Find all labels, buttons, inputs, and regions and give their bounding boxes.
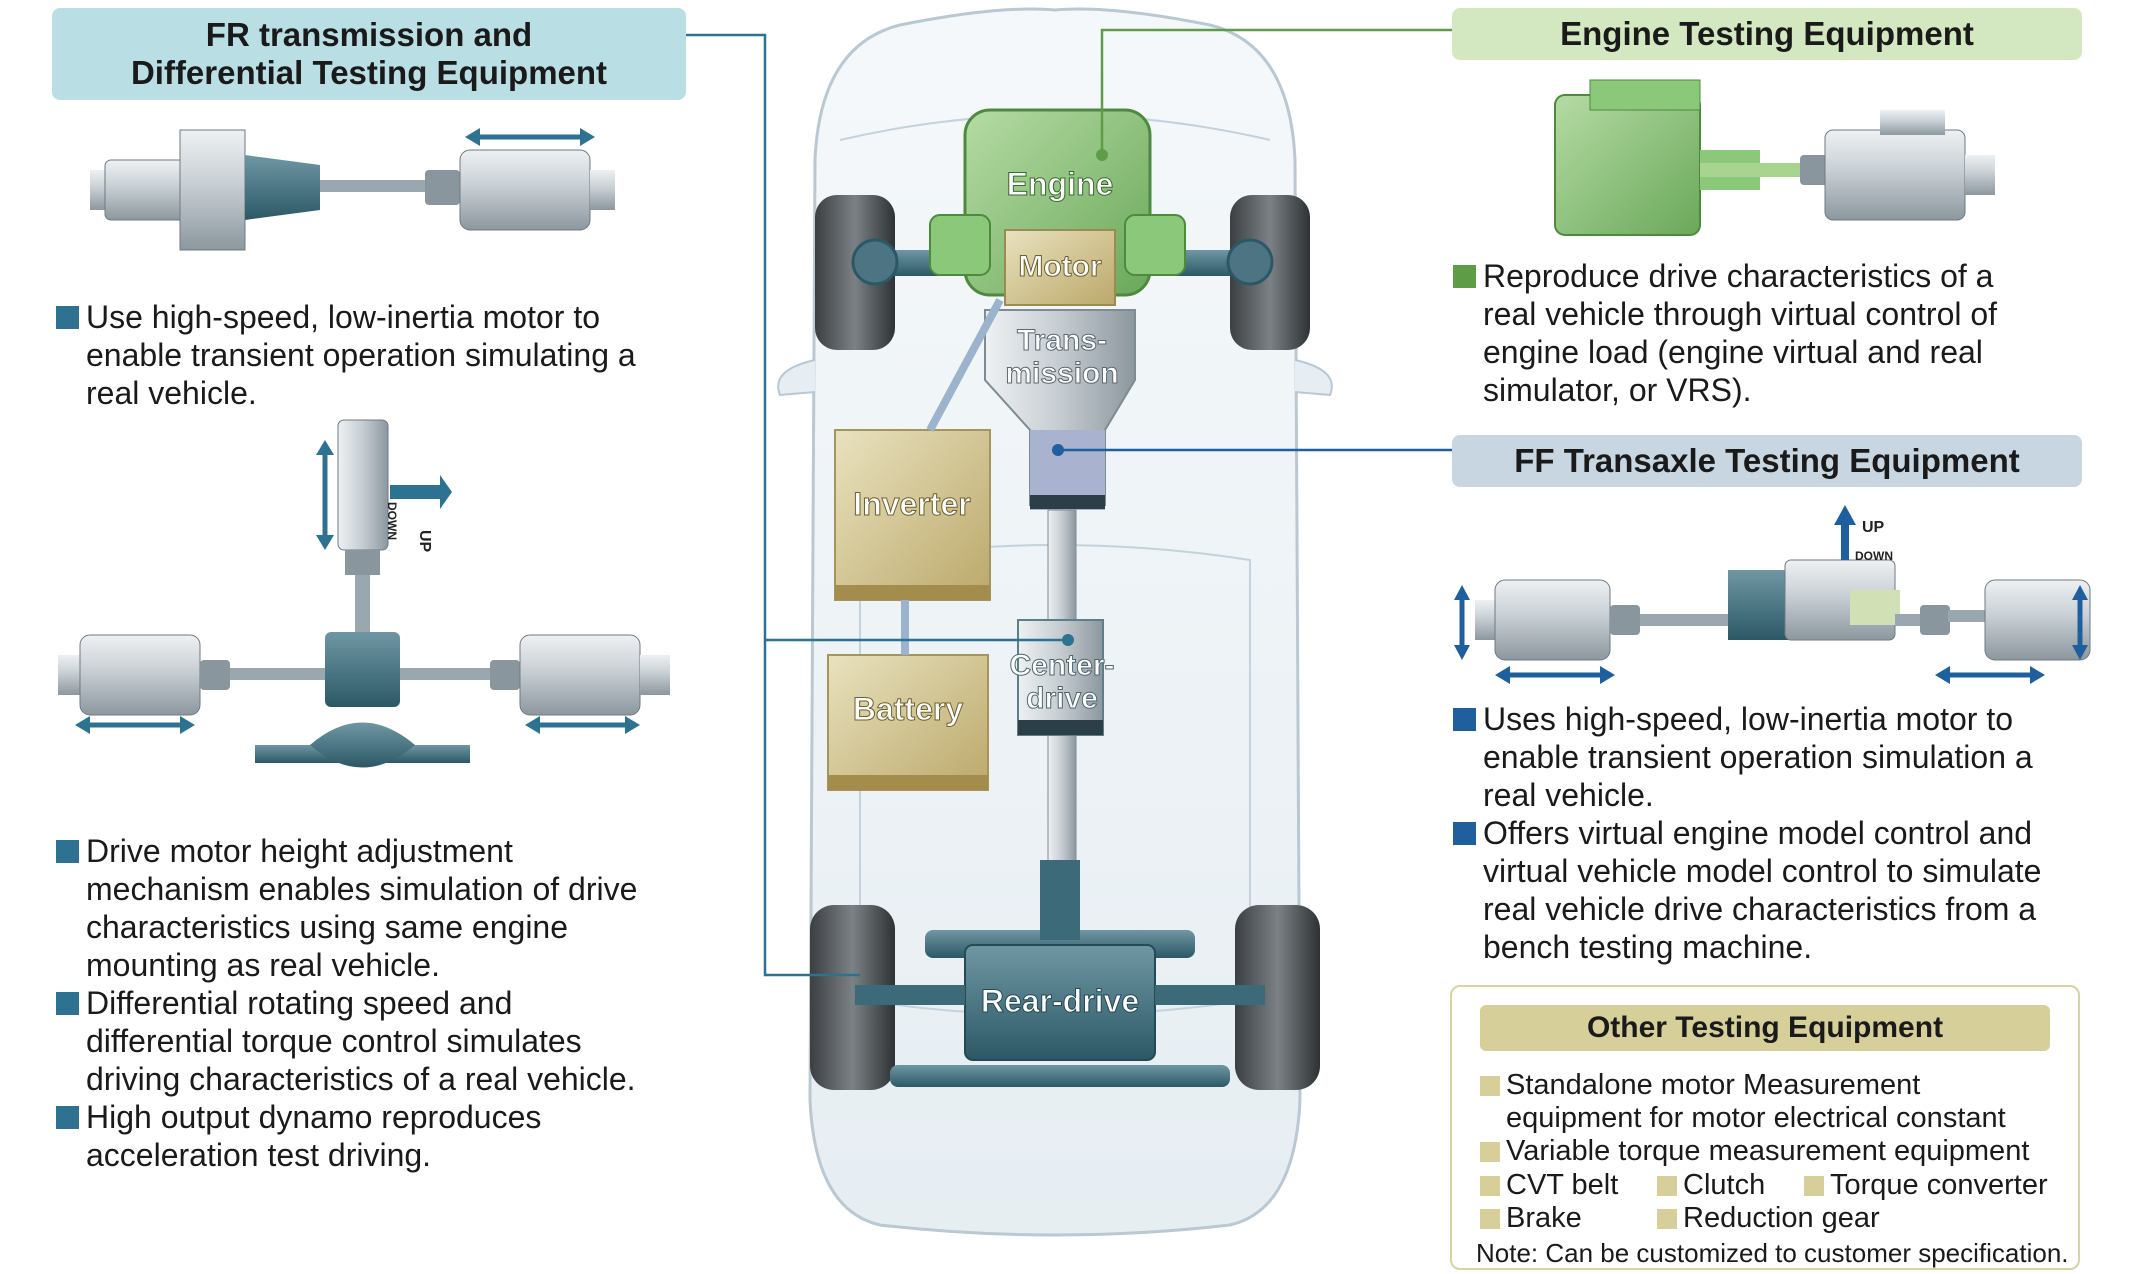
- other-item-standalone-motor-cont: equipment for motor electrical constant: [1506, 1102, 2006, 1134]
- fr-up-label: UP: [416, 530, 433, 553]
- other-section-header: Other Testing Equipment: [1480, 1005, 2050, 1051]
- fr-bullet-2-line-4: mounting as real vehicle.: [86, 947, 440, 983]
- other-item-standalone-motor: Standalone motor Measurement: [1480, 1069, 1920, 1102]
- bullet-square-icon: [1804, 1176, 1824, 1196]
- bullet-square-icon: [1657, 1176, 1677, 1196]
- transmission-label-1: Trans-: [1017, 324, 1107, 357]
- inverter-block: [834, 429, 991, 601]
- fr-bullet-1-line-2: enable transient operation simulating a: [86, 337, 636, 373]
- ff-right-lift-arrow-icon: [2072, 585, 2088, 660]
- other-item-torque-converter: Torque converter: [1804, 1169, 2048, 1202]
- other-equipment-box: Other Testing Equipment Standalone motor…: [1450, 985, 2080, 1270]
- engine-bullet-1-line-4: simulator, or VRS).: [1483, 372, 1752, 408]
- bullet-square-icon: [1480, 1176, 1500, 1196]
- fr-vertical-arrow-icon: [316, 440, 334, 550]
- fr-bullet-1-line-1: Use high-speed, low-inertia motor to: [86, 299, 601, 335]
- engine-section-header: Engine Testing Equipment: [1452, 8, 2082, 60]
- other-item-reduction-gear: Reduction gear: [1657, 1202, 1880, 1235]
- front-right-hub: [1226, 238, 1274, 286]
- ff-down-label: DOWN: [1855, 549, 1893, 563]
- fr-lower-equipment-illustration: [58, 419, 670, 768]
- rear-left-wheel: [810, 905, 895, 1090]
- ff-bullet-1-line-2: enable transient operation simulation a: [1483, 739, 2033, 775]
- engine-bullet-1-line-1: Reproduce drive characteristics of a: [1483, 258, 1994, 294]
- ff-up-label: UP: [1862, 519, 1885, 536]
- engine-label: Engine: [1007, 166, 1114, 202]
- ff-bullet-2-line-1: Offers virtual engine model control and: [1483, 815, 2033, 851]
- inverter-motor-cable: [926, 298, 1004, 432]
- fr-bullet-4-line-1: High output dynamo reproduces: [86, 1099, 542, 1135]
- fr-bullet-3-line-3: driving characteristics of a real vehicl…: [86, 1061, 636, 1097]
- fr-leader-dot: [1062, 634, 1074, 646]
- fr-top-equipment-illustration: [90, 129, 615, 251]
- bullet-square-icon: [1657, 1209, 1677, 1229]
- engine-leader-dot: [1096, 149, 1108, 161]
- fr-down-label: DOWN: [385, 502, 399, 540]
- ff-bullet-2-line-2: virtual vehicle model control to simulat…: [1483, 853, 2042, 889]
- ff-equipment-illustration: [1475, 559, 2091, 661]
- ff-bullet-2-line-3: real vehicle drive characteristics from …: [1483, 891, 2037, 927]
- rear-drive-block: [855, 860, 1265, 1087]
- fr-bullet-2-line-2: mechanism enables simulation of drive: [86, 871, 638, 907]
- engine-leader-line: [1100, 28, 1452, 155]
- ff-bullet-1-line-3: real vehicle.: [1483, 777, 1654, 813]
- center-drive-label-2: drive: [1026, 682, 1098, 715]
- other-item-brake: Brake: [1480, 1202, 1582, 1235]
- rear-drive-label: Rear-drive: [981, 983, 1139, 1019]
- bullet-square-icon: [1480, 1142, 1500, 1162]
- fr-up-arrow-icon: [390, 475, 452, 509]
- other-note: Note: Can be customized to customer spec…: [1476, 1238, 2069, 1268]
- motor-label: Motor: [1018, 250, 1102, 283]
- ff-bullet-1-line-1: Uses high-speed, low-inertia motor to: [1483, 701, 2014, 737]
- fr-bullet-3-line-2: differential torque control simulates: [86, 1023, 582, 1059]
- fr-bullet-3-line-1: Differential rotating speed and: [86, 985, 513, 1021]
- transmission-label-2: mission: [1005, 357, 1118, 390]
- bullet-square-icon: [1480, 1209, 1500, 1229]
- fr-bullet-1: Use high-speed, low-inertia motor to ena…: [56, 298, 706, 412]
- fr-leader-line: [686, 33, 860, 977]
- ff-right-slide-arrow-icon: [1935, 666, 2045, 684]
- ff-bullet-2-line-4: bench testing machine.: [1483, 929, 1813, 965]
- ff-bullets: Uses high-speed, low-inertia motor to en…: [1453, 700, 2113, 966]
- ff-vertical-arrow-icon: [1834, 505, 1856, 560]
- engine-bullet-1-line-2: real vehicle through virtual control of: [1483, 296, 1998, 332]
- ff-section-header: FF Transaxle Testing Equipment: [1452, 435, 2082, 487]
- ff-left-lift-arrow-icon: [1454, 585, 1470, 660]
- engine-bullet-1-line-3: engine load (engine virtual and real: [1483, 334, 1983, 370]
- ff-leader-dot: [1052, 444, 1064, 456]
- other-item-variable-torque: Variable torque measurement equipment: [1480, 1135, 2029, 1168]
- fr-bullets-lower: Drive motor height adjustment mechanism …: [56, 832, 706, 1174]
- inverter-label: Inverter: [853, 486, 970, 522]
- other-item-clutch: Clutch: [1657, 1169, 1765, 1202]
- fr-bullet-2-line-1: Drive motor height adjustment: [86, 833, 513, 869]
- motor-block: [1004, 229, 1116, 306]
- fr-left-motor-arrow-icon: [75, 716, 195, 734]
- engine-bullet-1: Reproduce drive characteristics of a rea…: [1453, 257, 2103, 409]
- fr-right-motor-arrow-icon: [525, 716, 640, 734]
- center-drive-label-1: Center-: [1009, 649, 1114, 682]
- fr-section-header: FR transmission and Differential Testing…: [52, 8, 686, 100]
- fr-bullet-2-line-3: characteristics using same engine: [86, 909, 569, 945]
- battery-label: Battery: [853, 691, 963, 727]
- fr-top-horizontal-arrow-icon: [465, 128, 595, 146]
- front-left-hub: [851, 238, 899, 286]
- bullet-square-icon: [1480, 1076, 1500, 1096]
- fr-bullet-1-line-3: real vehicle.: [86, 375, 257, 411]
- fr-bullet-4-line-2: acceleration test driving.: [86, 1137, 432, 1173]
- other-item-cvt-belt: CVT belt: [1480, 1169, 1618, 1202]
- ff-left-slide-arrow-icon: [1495, 666, 1615, 684]
- engine-equipment-illustration: [1554, 79, 1995, 236]
- rear-right-wheel: [1235, 905, 1320, 1090]
